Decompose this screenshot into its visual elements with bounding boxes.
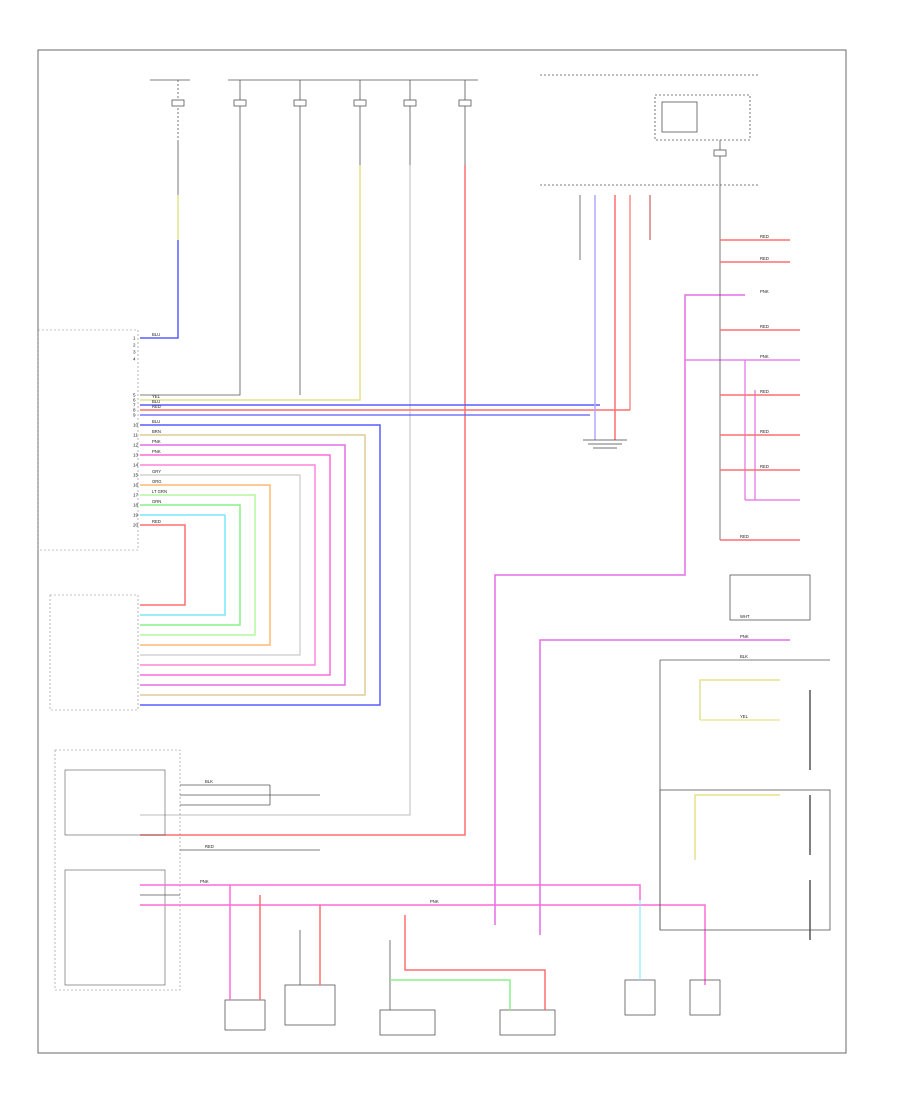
connector-pin-label: 14	[133, 463, 139, 468]
connector-pin-label: 16	[133, 483, 139, 488]
connector-pin-label: 15	[133, 473, 139, 478]
wire-color-label: GRN	[152, 499, 161, 504]
right-sensor-block	[659, 574, 831, 940]
wire-color-label: RED	[740, 534, 749, 539]
wire-color-label: PNK	[430, 899, 439, 904]
wire-color-label: BLK	[205, 779, 213, 784]
connector-pin-label: 8	[133, 408, 136, 413]
wire-color-label: RED	[760, 389, 769, 394]
connector-pin-label: 2	[133, 343, 136, 348]
connector-pin-label: 6	[133, 398, 136, 403]
bottom-components	[224, 979, 721, 1036]
wire-color-label: RED	[152, 404, 161, 409]
wire-color-label: YEL	[740, 714, 749, 719]
wire-color-label: RED	[152, 519, 161, 524]
connector-pin-label: 7	[133, 403, 136, 408]
wire-color-label: RED	[760, 256, 769, 261]
combination-meter-block	[54, 749, 181, 991]
connector-pin-label: 4	[133, 357, 136, 362]
connector-block-middle	[49, 594, 139, 711]
wire-color-label: BRN	[152, 429, 161, 434]
relay-block-top-right	[540, 74, 760, 230]
wire-color-label: PNK	[200, 879, 209, 884]
connector-pin-label: 10	[133, 423, 139, 428]
fuse-row-top	[150, 79, 478, 165]
connector-pin-label: 20	[133, 523, 139, 528]
connector-pin-label: 12	[133, 443, 139, 448]
wire-color-label: PNK	[740, 634, 749, 639]
connector-pin-label: 13	[133, 453, 139, 458]
wire-color-label: PNK	[760, 354, 769, 359]
wire-color-label: WHT	[740, 614, 750, 619]
wire-color-label: GRY	[152, 469, 161, 474]
wire-color-label: RED	[760, 324, 769, 329]
wire-color-label: BLU	[152, 419, 160, 424]
connector-pin-label: 5	[133, 393, 136, 398]
wire-color-label: RED	[760, 464, 769, 469]
connector-pin-label: 17	[133, 493, 139, 498]
wire-color-label: PNK	[152, 449, 161, 454]
connector-pin-label: 9	[133, 413, 136, 418]
wire-color-label: PNK	[152, 439, 161, 444]
wire-color-label: RED	[205, 844, 214, 849]
wire-color-label: RED	[760, 429, 769, 434]
wire-color-label: LT GRN	[152, 489, 167, 494]
connector-pin-label: 19	[133, 513, 139, 518]
connector-pin-label: 11	[133, 433, 138, 438]
wire-color-label: YEL	[152, 394, 161, 399]
wire-color-label: BLU	[152, 399, 160, 404]
connector-pin-label: 18	[133, 503, 139, 508]
ground-symbols	[583, 439, 627, 449]
connector-block-upper	[37, 329, 139, 551]
wire-color-label: PNK	[760, 289, 769, 294]
wire-color-label: BLU	[152, 332, 160, 337]
connector-pin-label: 3	[133, 350, 136, 355]
wire-color-label: RED	[760, 234, 769, 239]
diagram-border	[37, 49, 847, 1054]
wire-color-label: BLK	[740, 654, 748, 659]
wire-color-label: ORG	[152, 479, 162, 484]
connector-pin-label: 1	[133, 336, 136, 341]
